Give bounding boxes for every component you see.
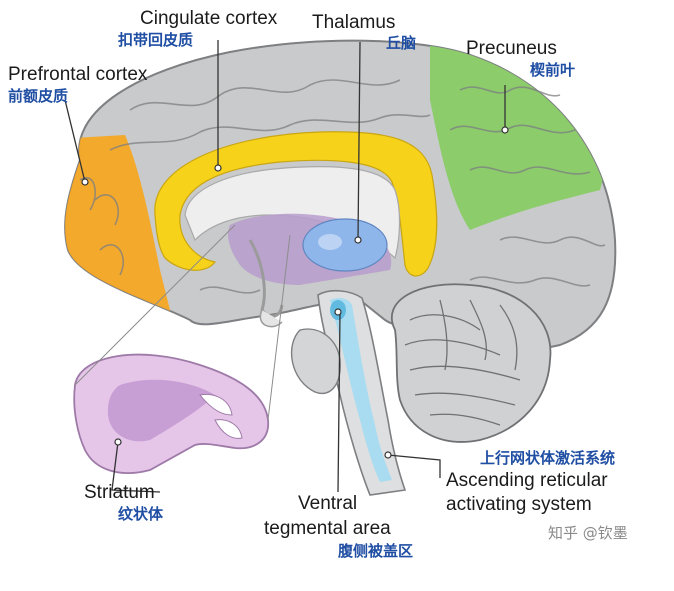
label-precuneus-en: Precuneus: [466, 38, 557, 59]
label-thalamus-cn: 丘脑: [386, 34, 417, 52]
label-aras-cn: 上行网状体激活系统: [480, 449, 616, 467]
thalamus-region: [302, 218, 388, 272]
label-striatum-cn: 纹状体: [118, 505, 164, 523]
label-prefrontal-en: Prefrontal cortex: [8, 64, 148, 85]
label-thalamus-en: Thalamus: [312, 12, 396, 33]
leader-lines: [64, 40, 506, 493]
leader-markers: [81, 126, 509, 459]
label-cingulate-cn: 扣带回皮质: [118, 31, 194, 49]
corpus-callosum: [184, 166, 401, 260]
label-vta-en-1: Ventral: [298, 493, 358, 514]
watermark: 知乎 @钦墨: [548, 524, 628, 542]
label-aras-en-1: Ascending reticular: [446, 470, 608, 491]
striatum-inset: [73, 353, 269, 474]
label-vta-en-2: tegmental area: [264, 518, 391, 539]
gyri-lines: [79, 79, 606, 294]
label-cingulate-en: Cingulate cortex: [140, 8, 278, 29]
label-precuneus-cn: 楔前叶: [530, 61, 576, 79]
label-aras-en-2: activating system: [446, 494, 592, 515]
cerebellum: [390, 283, 552, 443]
label-striatum-en: Striatum: [84, 482, 155, 503]
reticular-blue: [330, 297, 392, 482]
label-vta-cn: 腹侧被盖区: [338, 542, 414, 560]
label-prefrontal-cn: 前额皮质: [8, 87, 69, 105]
